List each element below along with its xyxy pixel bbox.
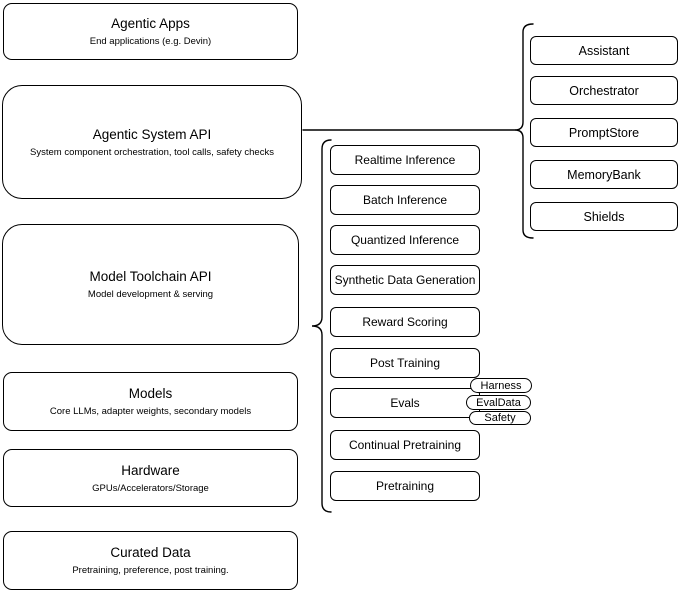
node-title: Model Toolchain API [89, 269, 212, 284]
node-promptstore: PromptStore [530, 118, 678, 147]
node-evals: Evals [330, 388, 480, 418]
node-label: MemoryBank [567, 167, 641, 182]
node-label: Quantized Inference [350, 233, 460, 247]
node-orchestrator: Orchestrator [530, 76, 678, 105]
node-synthetic-data-generation: Synthetic Data Generation [330, 265, 480, 295]
node-subtitle: End applications (e.g. Devin) [89, 36, 212, 47]
node-reward-scoring: Reward Scoring [330, 307, 480, 337]
node-continual-pretraining: Continual Pretraining [330, 430, 480, 460]
node-model-toolchain-api: Model Toolchain API Model development & … [2, 224, 299, 345]
node-memorybank: MemoryBank [530, 160, 678, 189]
node-pretraining: Pretraining [330, 471, 480, 501]
node-label: Reward Scoring [362, 315, 448, 329]
node-agentic-apps: Agentic Apps End applications (e.g. Devi… [3, 3, 298, 60]
node-label: Pretraining [375, 479, 435, 493]
badge-label: EvalData [476, 396, 521, 409]
node-agentic-system-api: Agentic System API System component orch… [2, 85, 302, 199]
badge-label: Safety [484, 412, 516, 424]
node-models: Models Core LLMs, adapter weights, secon… [3, 372, 298, 431]
node-subtitle: Model development & serving [87, 289, 214, 300]
badge-label: Harness [480, 379, 522, 392]
node-realtime-inference: Realtime Inference [330, 145, 480, 175]
node-label: Continual Pretraining [348, 438, 462, 452]
node-batch-inference: Batch Inference [330, 185, 480, 215]
node-label: Assistant [578, 43, 630, 58]
node-subtitle: Core LLMs, adapter weights, secondary mo… [49, 406, 252, 417]
node-post-training: Post Training [330, 348, 480, 378]
node-quantized-inference: Quantized Inference [330, 225, 480, 255]
node-label: Evals [390, 396, 420, 410]
node-shields: Shields [530, 202, 678, 231]
node-label: Batch Inference [362, 193, 448, 207]
node-title: Agentic Apps [111, 16, 190, 31]
badge-harness: Harness [470, 378, 532, 393]
node-label: Realtime Inference [354, 153, 456, 167]
node-subtitle: Pretraining, preference, post training. [72, 565, 229, 576]
node-title: Hardware [121, 462, 180, 478]
badge-evaldata: EvalData [466, 395, 531, 410]
node-label: Post Training [369, 356, 441, 370]
node-curated-data: Curated Data Pretraining, preference, po… [3, 531, 298, 590]
node-label: Shields [583, 209, 625, 224]
node-label: PromptStore [568, 125, 640, 140]
node-assistant: Assistant [530, 36, 678, 65]
node-title: Agentic System API [92, 126, 212, 142]
node-subtitle: GPUs/Accelerators/Storage [92, 482, 209, 494]
node-label: Orchestrator [569, 83, 639, 98]
node-subtitle: System component orchestration, tool cal… [30, 146, 274, 158]
toolchain-group-brace [311, 139, 332, 513]
node-title: Models [128, 386, 173, 401]
node-hardware: Hardware GPUs/Accelerators/Storage [3, 449, 298, 507]
node-label: Synthetic Data Generation [334, 273, 476, 287]
badge-safety: Safety [469, 411, 531, 425]
node-title: Curated Data [110, 545, 191, 560]
